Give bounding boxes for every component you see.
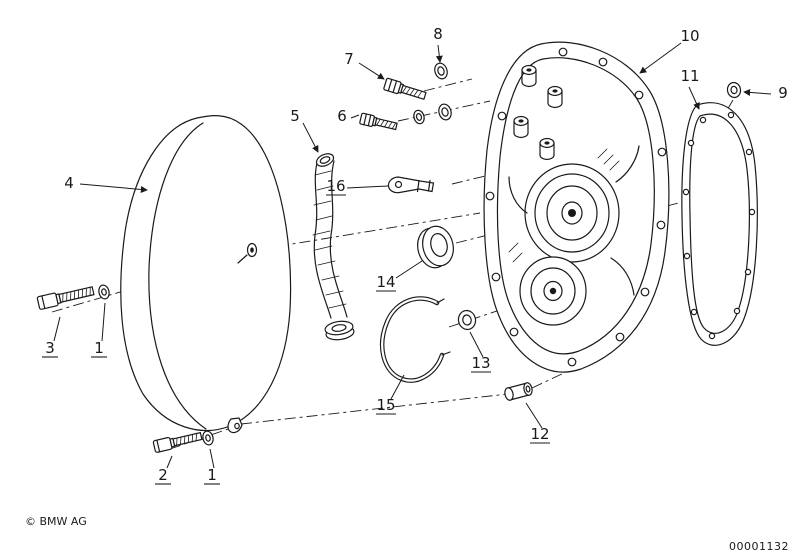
- part-circlip: [379, 296, 451, 383]
- callout-1-lower: 1: [204, 448, 220, 485]
- callout-label-3[interactable]: 3: [45, 339, 55, 357]
- callout-11: 11: [680, 67, 700, 110]
- part-washer-upper: [98, 284, 110, 300]
- part-seal-ring: [417, 225, 454, 269]
- callout-label-7[interactable]: 7: [344, 50, 354, 68]
- callout-5: 5: [290, 107, 319, 153]
- callout-label-2[interactable]: 2: [158, 466, 168, 484]
- part-washer-mid-b: [438, 103, 452, 121]
- part-bracket: [387, 176, 435, 194]
- document-number: 00001132: [729, 540, 789, 553]
- part-bolt-long: [36, 286, 95, 310]
- callout-label-6[interactable]: 6: [337, 107, 347, 125]
- callout-label-16[interactable]: 16: [326, 177, 345, 195]
- callout-label-10[interactable]: 10: [680, 27, 699, 45]
- part-bolt-mid: [359, 112, 398, 131]
- part-washer-mid-a: [413, 109, 425, 125]
- callouts: 4 3 1 2 1: [42, 25, 788, 485]
- part-bushing: [504, 382, 533, 401]
- callout-8: 8: [433, 25, 443, 63]
- callout-4: 4: [64, 174, 148, 193]
- callout-label-14[interactable]: 14: [376, 273, 395, 291]
- callout-label-4[interactable]: 4: [64, 174, 74, 192]
- callout-label-12[interactable]: 12: [530, 425, 549, 443]
- part-nut: [457, 309, 477, 331]
- callout-label-11[interactable]: 11: [680, 67, 699, 85]
- callout-15: 15: [376, 374, 405, 415]
- callout-label-13[interactable]: 13: [471, 354, 490, 372]
- callout-16: 16: [326, 177, 389, 196]
- callout-label-9[interactable]: 9: [778, 84, 788, 102]
- callout-label-15[interactable]: 15: [376, 396, 395, 414]
- part-washer-gasket: [726, 81, 742, 99]
- callout-3: 3: [42, 316, 61, 358]
- callout-7: 7: [344, 50, 385, 80]
- part-washer-lower: [202, 430, 214, 446]
- callout-10: 10: [639, 27, 700, 74]
- part-inner-cover: [483, 41, 670, 373]
- callout-label-1-upper[interactable]: 1: [94, 339, 104, 357]
- callout-14: 14: [376, 260, 423, 292]
- part-washer-top: [434, 62, 448, 80]
- copyright-text: © BMW AG: [25, 515, 87, 528]
- callout-12: 12: [525, 402, 550, 444]
- part-hose: [312, 153, 355, 341]
- part-bolt-top: [383, 77, 427, 100]
- callout-1-upper: 1: [91, 302, 107, 358]
- callout-label-5[interactable]: 5: [290, 107, 300, 125]
- callout-2: 2: [155, 455, 173, 485]
- callout-label-1-lower[interactable]: 1: [207, 466, 217, 484]
- callout-6: 6: [337, 107, 360, 125]
- callout-label-8[interactable]: 8: [433, 25, 443, 43]
- callout-9: 9: [743, 84, 788, 102]
- part-bolt-short: [152, 431, 203, 453]
- part-outer-cover: [120, 115, 292, 434]
- callout-13: 13: [469, 331, 491, 373]
- part-gasket: [681, 102, 758, 346]
